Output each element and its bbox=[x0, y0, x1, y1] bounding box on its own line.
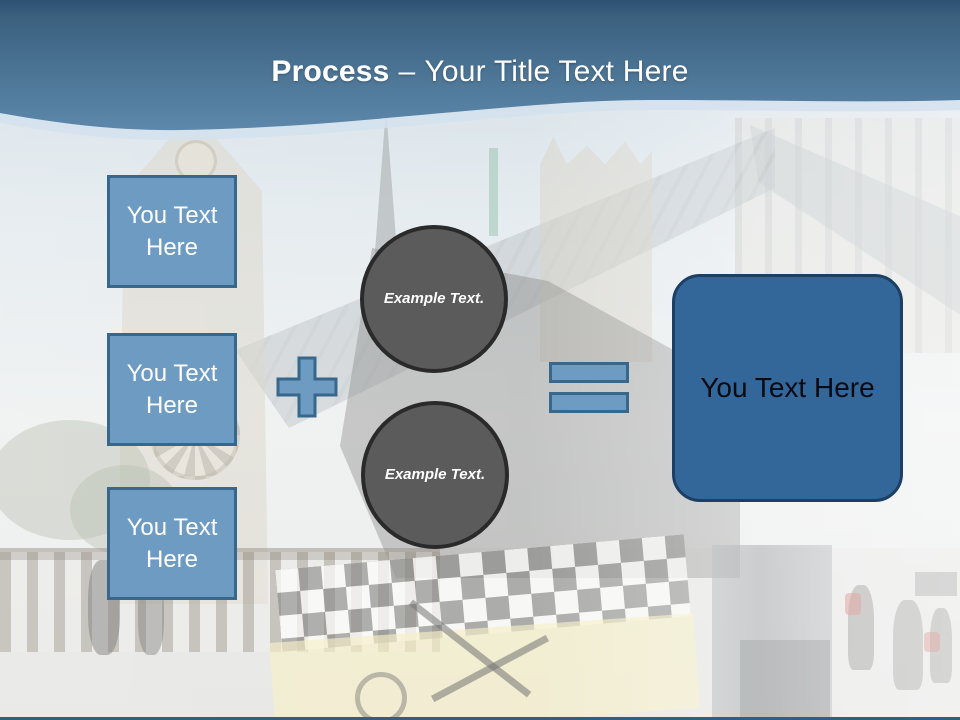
input-box-1-label: You Text Here bbox=[126, 202, 218, 261]
result-box-label: You Text Here bbox=[700, 372, 875, 403]
example-circle-1-label: Example Text. bbox=[383, 290, 485, 308]
title-dash: – bbox=[398, 55, 416, 88]
example-circle-2-label: Example Text. bbox=[384, 466, 486, 484]
result-box[interactable]: You Text Here bbox=[672, 274, 903, 502]
example-circle-1[interactable]: Example Text. bbox=[360, 225, 508, 373]
equals-icon[interactable] bbox=[549, 362, 629, 413]
input-box-2-label: You Text Here bbox=[126, 360, 218, 419]
title-text: Your Title Text Here bbox=[424, 55, 689, 88]
bottom-accent-line bbox=[0, 717, 960, 720]
plus-icon[interactable] bbox=[276, 356, 338, 418]
slide-title[interactable]: Process–Your Title Text Here bbox=[0, 55, 960, 89]
input-box-3[interactable]: You Text Here bbox=[107, 487, 237, 600]
header-wave-band bbox=[0, 0, 960, 141]
equals-bar-top bbox=[549, 362, 629, 383]
wave-main bbox=[0, 0, 960, 131]
input-box-3-label: You Text Here bbox=[126, 514, 218, 573]
title-emphasis: Process bbox=[271, 55, 390, 88]
example-circle-2[interactable]: Example Text. bbox=[361, 401, 509, 549]
input-box-1[interactable]: You Text Here bbox=[107, 175, 237, 288]
input-box-2[interactable]: You Text Here bbox=[107, 333, 237, 446]
equals-bar-bottom bbox=[549, 392, 629, 413]
